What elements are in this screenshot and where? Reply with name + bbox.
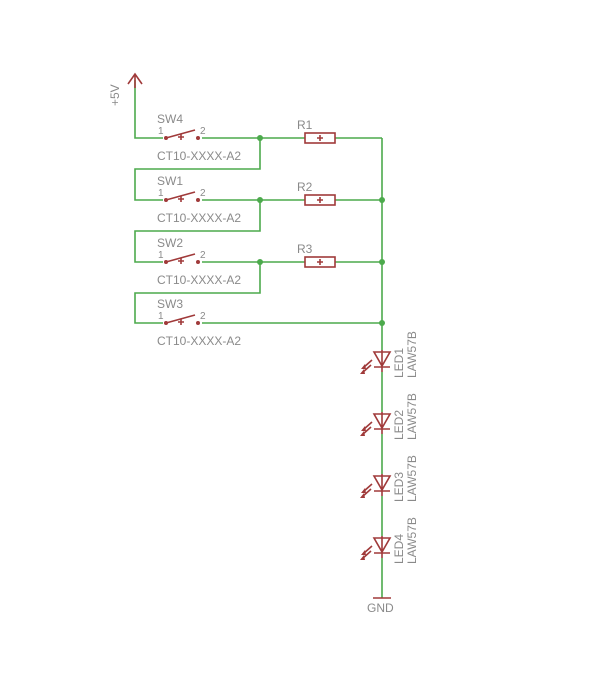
switch-sw1: SW1 1 2 CT10-XXXX-A2 [157, 174, 241, 225]
switch-ref: SW4 [157, 112, 183, 126]
power-symbol: +5V [108, 72, 143, 106]
resistor-mark [317, 197, 323, 203]
led-emission-arrow [360, 364, 366, 374]
led-ref: LED2 [392, 410, 406, 440]
switch-pin1: 1 [158, 188, 164, 199]
resistor-body [304, 132, 336, 144]
junction [379, 259, 385, 265]
ground-label: GND [367, 601, 394, 615]
led-ref: LED1 [392, 348, 406, 378]
wires [134, 80, 383, 598]
wire-loop3 [134, 262, 261, 324]
junction [257, 259, 263, 265]
switch-sw4: SW4 1 2 CT10-XXXX-A2 [157, 112, 241, 163]
led-ref: LED3 [392, 472, 406, 502]
led-value: LAW57B [405, 455, 419, 502]
resistor-body [304, 256, 336, 268]
led-emission-arrow [360, 488, 366, 498]
switch-pin1: 1 [158, 311, 164, 322]
switch-pin2: 2 [200, 311, 206, 322]
led-value: LAW57B [405, 331, 419, 378]
supply-arrow-icon [127, 72, 143, 88]
switch-pin1: 1 [158, 126, 164, 137]
switch-contact [196, 321, 200, 325]
switch-sw2: SW2 1 2 CT10-XXXX-A2 [157, 236, 241, 287]
junction [379, 320, 385, 326]
switch-actuator [178, 258, 184, 264]
resistor-mark [317, 135, 323, 141]
switch-value: CT10-XXXX-A2 [157, 334, 241, 348]
resistor-ref: R3 [297, 242, 313, 256]
led-diode-icon [372, 350, 392, 372]
resistor-ref: R2 [297, 180, 313, 194]
resistor-r3: R3 [297, 242, 336, 268]
power-label: +5V [108, 84, 122, 106]
switch-contact [196, 198, 200, 202]
switch-ref: SW2 [157, 236, 183, 250]
resistor-ref: R1 [297, 118, 313, 132]
wire-vcc [134, 80, 163, 139]
led-diode-icon [372, 474, 392, 496]
switch-pin1: 1 [158, 250, 164, 261]
switch-value: CT10-XXXX-A2 [157, 211, 241, 225]
junction [379, 197, 385, 203]
resistor-mark [317, 259, 323, 265]
switch-ref: SW1 [157, 174, 183, 188]
switch-sw3: SW3 1 2 CT10-XXXX-A2 [157, 297, 241, 348]
switch-pin2: 2 [200, 188, 206, 199]
switch-pin2: 2 [200, 250, 206, 261]
led-emission-arrow [360, 426, 366, 436]
led-led3: LED3 LAW57B [360, 455, 419, 502]
led-diode-icon [372, 412, 392, 434]
led-led2: LED2 LAW57B [360, 393, 419, 440]
resistor-body [304, 194, 336, 206]
led-value: LAW57B [405, 517, 419, 564]
switch-value: CT10-XXXX-A2 [157, 273, 241, 287]
led-ref: LED4 [392, 534, 406, 564]
led-led1: LED1 LAW57B [360, 331, 419, 378]
switch-actuator [178, 319, 184, 325]
switch-ref: SW3 [157, 297, 183, 311]
resistor-r2: R2 [297, 180, 336, 206]
led-value: LAW57B [405, 393, 419, 440]
resistor-r1: R1 [297, 118, 336, 144]
ground-symbol: GND [367, 597, 394, 615]
led-diode-icon [372, 536, 392, 558]
wire-loop1 [134, 138, 261, 201]
junction [257, 135, 263, 141]
junctions [257, 135, 385, 326]
switch-actuator [178, 134, 184, 140]
switch-contact [196, 136, 200, 140]
led-led4: LED4 LAW57B [360, 517, 419, 564]
wire-loop2 [134, 200, 261, 263]
switch-contact [196, 260, 200, 264]
junction [257, 197, 263, 203]
switch-value: CT10-XXXX-A2 [157, 149, 241, 163]
switch-pin2: 2 [200, 126, 206, 137]
led-emission-arrow [360, 550, 366, 560]
switch-actuator [178, 196, 184, 202]
